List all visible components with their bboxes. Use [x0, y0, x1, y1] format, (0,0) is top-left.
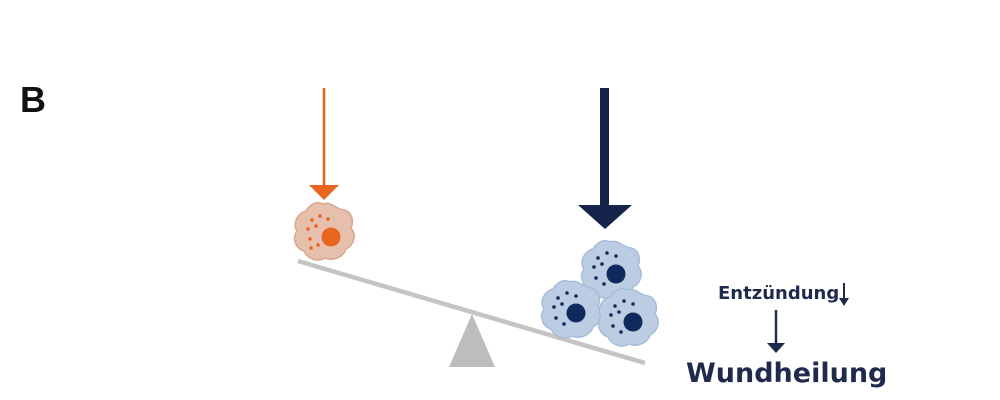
orange-down-arrow-icon — [309, 88, 339, 200]
orange-arrow-head — [309, 185, 339, 200]
seesaw-fulcrum — [449, 314, 495, 367]
blue-macrophage-icon — [540, 279, 602, 339]
navy-arrow-shaft — [600, 88, 609, 206]
inflammation-label: Entzündung — [718, 283, 840, 304]
blue-macrophage-icon — [580, 239, 642, 299]
decrease-arrow-icon — [839, 283, 849, 306]
panel-label: B — [20, 79, 46, 120]
blue-macrophage-icon — [597, 287, 659, 347]
seesaw-beam — [297, 258, 646, 366]
navy-down-arrow-icon — [578, 88, 632, 229]
leads-to-arrow-icon — [767, 310, 785, 353]
wound-healing-label: Wundheilung — [686, 358, 888, 389]
orange-macrophage-icon — [293, 201, 355, 261]
navy-arrow-head — [578, 205, 632, 229]
